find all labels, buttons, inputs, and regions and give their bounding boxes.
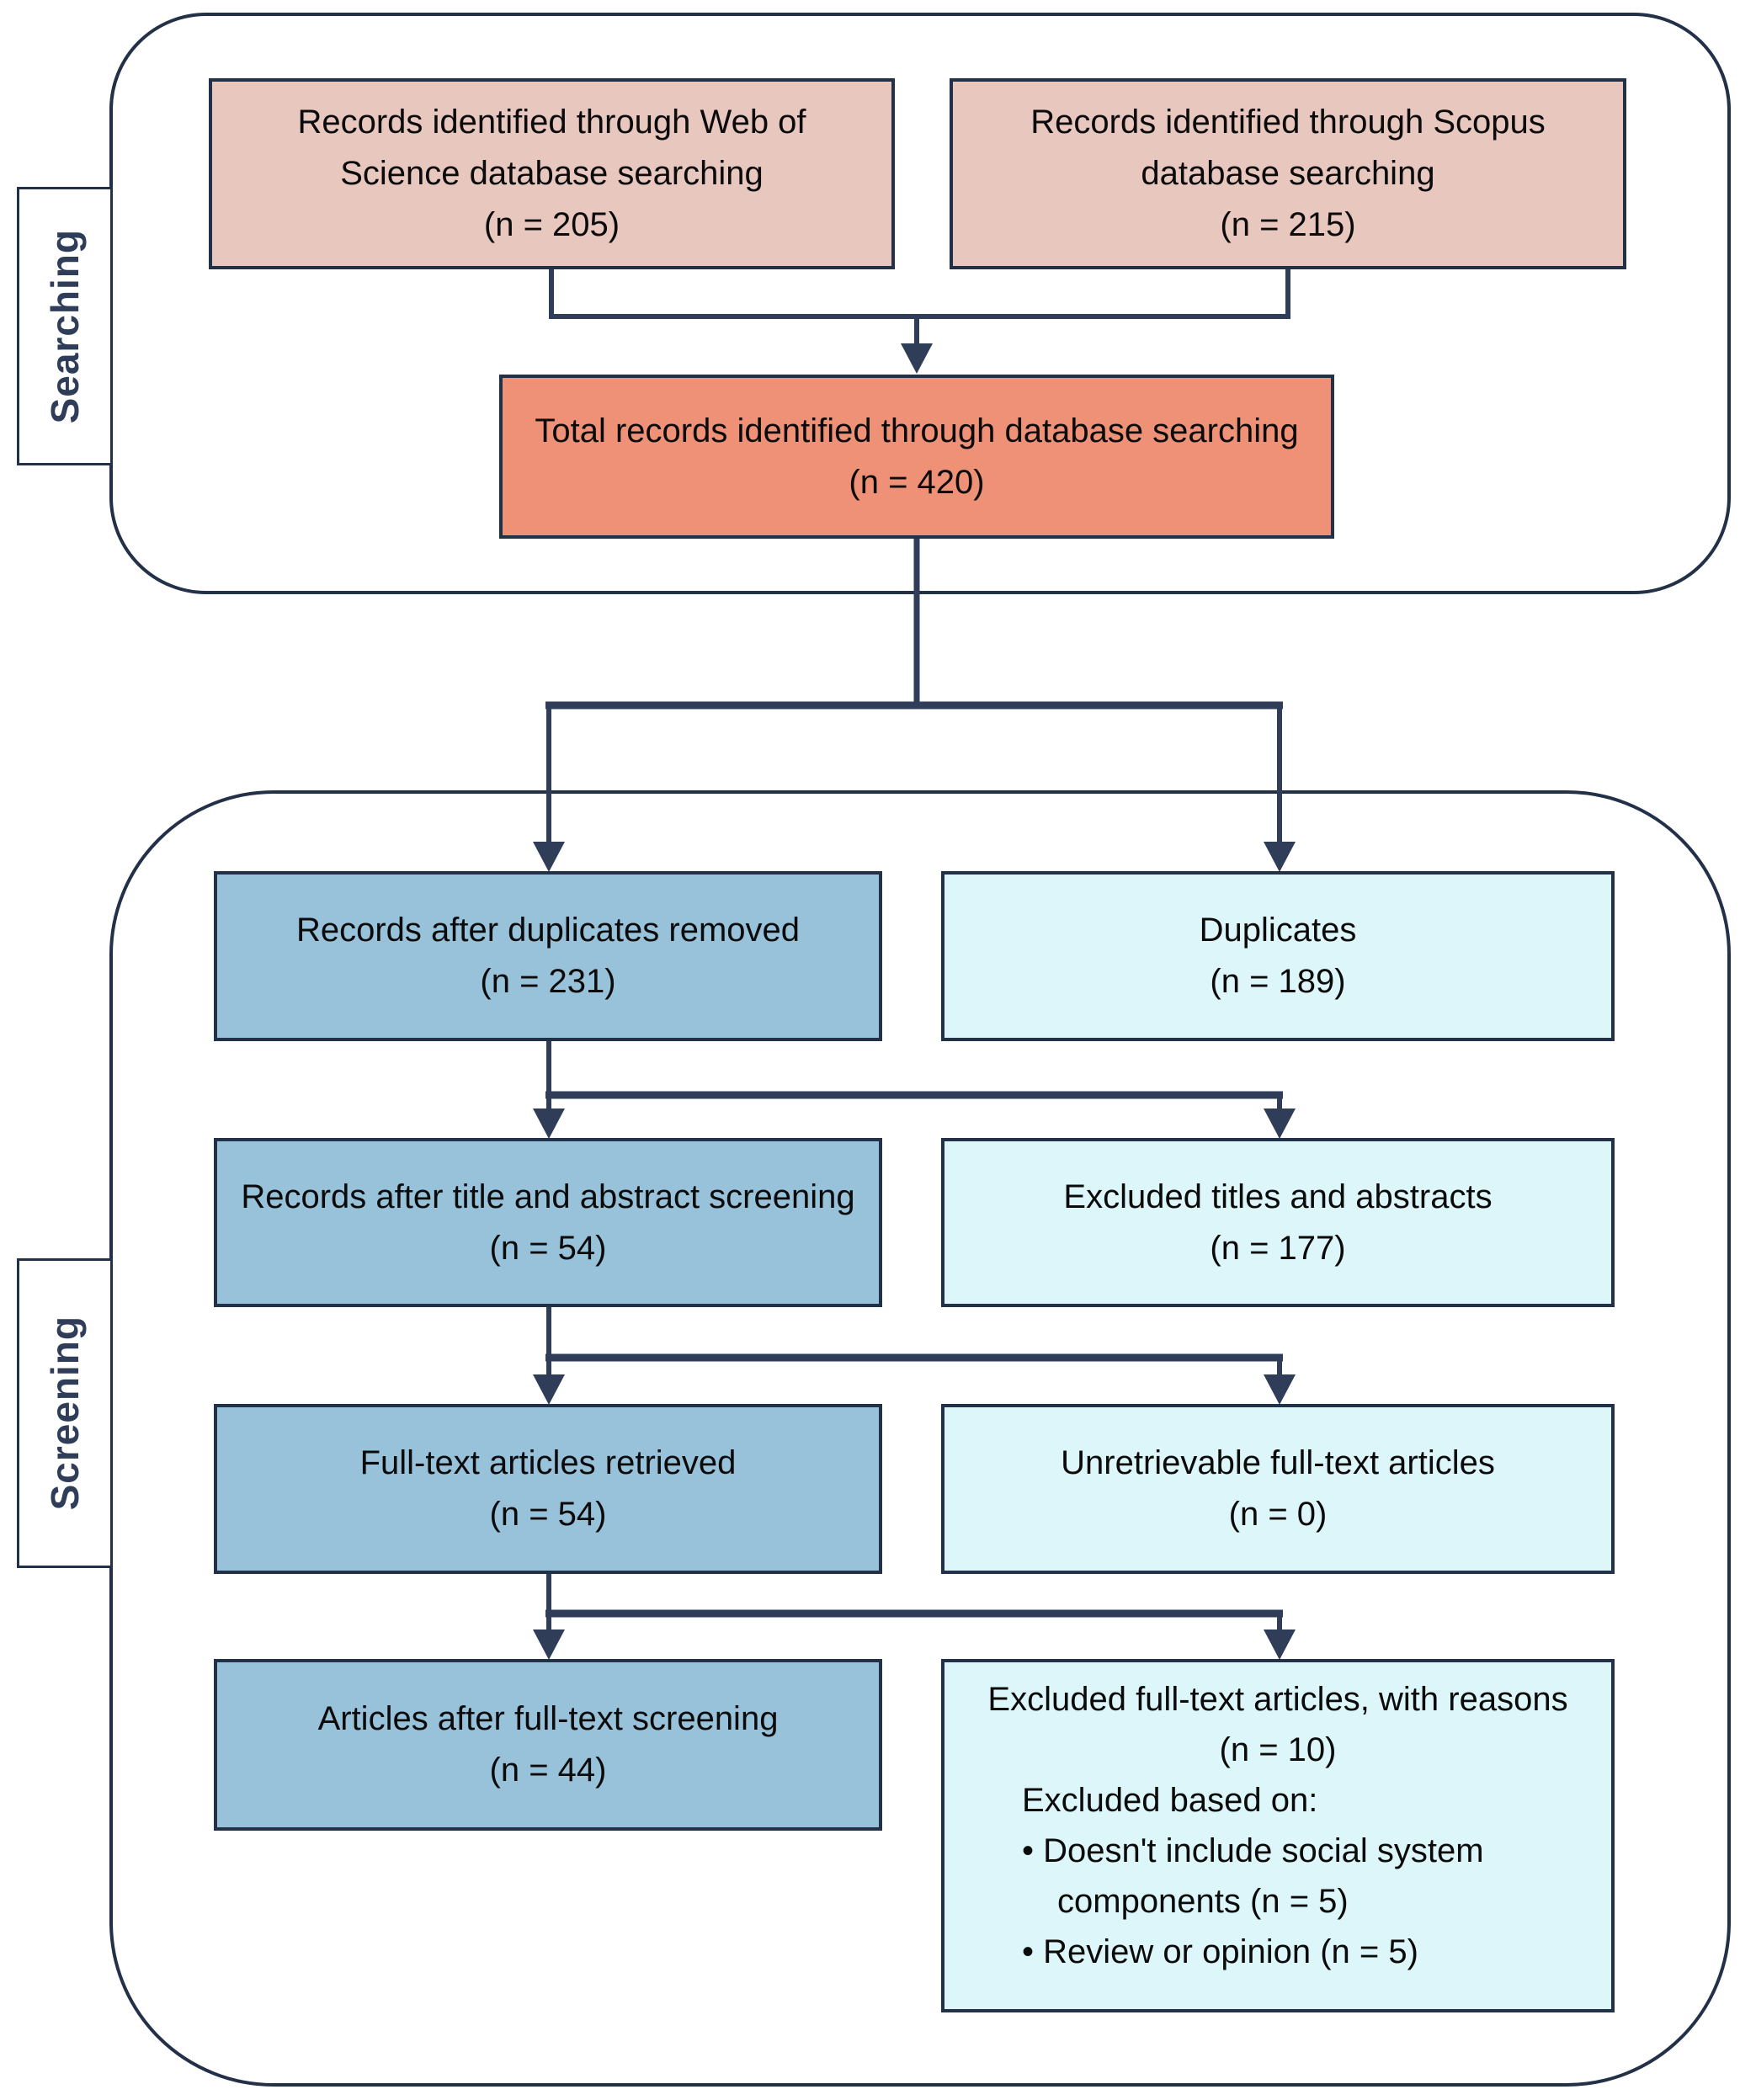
- box-count: (n = 54): [489, 1496, 607, 1533]
- box-total-records: Total records identified through databas…: [499, 375, 1334, 539]
- box-count: (n = 205): [483, 205, 620, 243]
- box-text: Duplicates: [1199, 912, 1357, 949]
- box-text: Records after duplicates removed: [295, 912, 801, 949]
- exclusion-reasons-heading: Excluded based on:: [1022, 1782, 1318, 1819]
- box-text: Full-text articles retrieved: [359, 1444, 737, 1482]
- arrowhead-total: [901, 343, 933, 374]
- box-articles-after-fulltext: Articles after full-text screening (n = …: [214, 1659, 882, 1831]
- arrowhead-r2-right: [1264, 1108, 1296, 1139]
- box-unretrievable-fulltext: Unretrievable full-text articles (n = 0): [941, 1404, 1615, 1574]
- box-records-scopus: Records identified through Scopus databa…: [950, 78, 1626, 269]
- box-count: (n = 0): [1228, 1496, 1328, 1533]
- exclusion-reasons-block: Excluded based on: Doesn't include socia…: [968, 1775, 1588, 1977]
- box-excluded-fulltext-reasons: Excluded full-text articles, with reason…: [941, 1659, 1615, 2012]
- box-text: Records after title and abstract screeni…: [241, 1178, 855, 1215]
- box-duplicates: Duplicates (n = 189): [941, 871, 1615, 1041]
- box-count: (n = 420): [849, 463, 985, 501]
- box-count: (n = 44): [489, 1752, 607, 1789]
- box-count: (n = 215): [1220, 205, 1356, 243]
- arrowhead-r4-left: [533, 1629, 565, 1660]
- box-text: Records identified through Web of Scienc…: [297, 104, 806, 193]
- searching-label-text: Searching: [43, 228, 87, 424]
- searching-section-label: Searching: [17, 187, 113, 465]
- box-count: (n = 10): [1219, 1731, 1337, 1768]
- arrowhead-r3-right: [1264, 1374, 1296, 1405]
- exclusion-reason-item: Review or opinion (n = 5): [1022, 1927, 1579, 1977]
- exclusion-reason-item: Doesn't include social system components…: [1022, 1826, 1579, 1927]
- box-count: (n = 54): [489, 1229, 607, 1267]
- box-records-wos: Records identified through Web of Scienc…: [209, 78, 895, 269]
- box-text: Unretrievable full-text articles: [1061, 1444, 1495, 1482]
- screening-section-label: Screening: [17, 1258, 113, 1568]
- box-fulltext-retrieved: Full-text articles retrieved (n = 54): [214, 1404, 882, 1574]
- box-count: (n = 177): [1210, 1229, 1346, 1267]
- box-excluded-titles-abstracts: Excluded titles and abstracts (n = 177): [941, 1138, 1615, 1307]
- box-text: Excluded full-text articles, with reason…: [987, 1681, 1568, 1718]
- box-text: Excluded titles and abstracts: [1063, 1178, 1493, 1215]
- arrowhead-r1-right: [1264, 842, 1296, 872]
- box-title-abstract-screening: Records after title and abstract screeni…: [214, 1138, 882, 1307]
- box-count: (n = 189): [1210, 963, 1346, 1000]
- box-records-after-duplicates: Records after duplicates removed (n = 23…: [214, 871, 882, 1041]
- arrowhead-r4-right: [1264, 1629, 1296, 1660]
- arrowhead-r1-left: [533, 842, 565, 872]
- box-text: Records identified through Scopus databa…: [1030, 104, 1546, 193]
- box-count: (n = 231): [480, 963, 616, 1000]
- box-text: Articles after full-text screening: [317, 1700, 779, 1738]
- box-text: Total records identified through databas…: [535, 412, 1299, 449]
- screening-label-text: Screening: [43, 1316, 87, 1511]
- arrowhead-r2-left: [533, 1108, 565, 1139]
- arrowhead-r3-left: [533, 1374, 565, 1405]
- connector-sources-join: [549, 268, 1290, 319]
